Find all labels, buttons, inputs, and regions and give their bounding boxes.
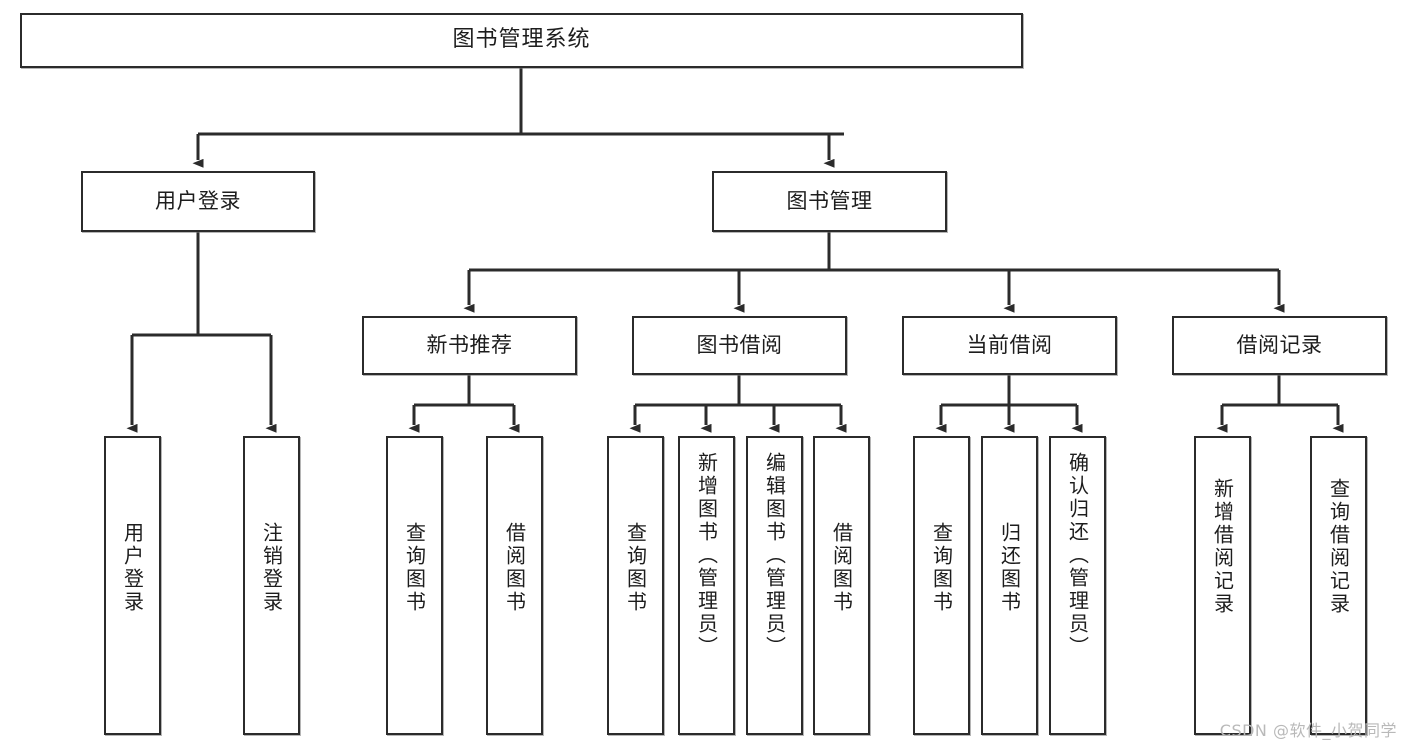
- node-user-login[interactable]: 用户登录: [81, 171, 315, 232]
- node-current-borrow-label: 当前借阅: [966, 332, 1053, 357]
- node-root-label: 图书管理系统: [452, 27, 591, 53]
- node-leaf-confirm-return-label: 确认归还（管理员）: [1065, 452, 1090, 659]
- csdn-watermark: CSDN @软件_小贺同学: [1219, 721, 1397, 740]
- node-book-borrow-label: 图书借阅: [696, 332, 783, 357]
- node-borrow-record-label: 借阅记录: [1236, 332, 1323, 357]
- node-leaf-user-login[interactable]: 用户登录: [104, 436, 161, 735]
- node-leaf-query-book-3-label: 查询图书: [929, 522, 954, 614]
- node-leaf-edit-book-label: 编辑图书（管理员）: [762, 452, 787, 659]
- node-leaf-borrow-book-1[interactable]: 借阅图书: [486, 436, 543, 735]
- node-leaf-return-book-label: 归还图书: [997, 522, 1022, 614]
- node-leaf-query-book-1-label: 查询图书: [402, 522, 427, 614]
- node-leaf-borrow-book-2[interactable]: 借阅图书: [813, 436, 870, 735]
- node-leaf-add-book-label: 新增图书（管理员）: [694, 452, 719, 659]
- node-borrow-record[interactable]: 借阅记录: [1172, 316, 1387, 375]
- node-new-book-rec[interactable]: 新书推荐: [362, 316, 577, 375]
- node-leaf-return-book[interactable]: 归还图书: [981, 436, 1038, 735]
- node-book-manage-label: 图书管理: [786, 188, 873, 213]
- node-leaf-add-record-label: 新增借阅记录: [1210, 478, 1235, 616]
- node-leaf-query-book-1[interactable]: 查询图书: [386, 436, 443, 735]
- node-new-book-rec-label: 新书推荐: [426, 332, 513, 357]
- node-leaf-user-logout-label: 注销登录: [259, 522, 284, 614]
- node-leaf-add-record[interactable]: 新增借阅记录: [1194, 436, 1251, 735]
- node-user-login-label: 用户登录: [155, 188, 241, 213]
- node-leaf-query-record-label: 查询借阅记录: [1326, 478, 1351, 616]
- node-leaf-edit-book[interactable]: 编辑图书（管理员）: [746, 436, 803, 735]
- node-current-borrow[interactable]: 当前借阅: [902, 316, 1117, 375]
- node-leaf-query-record[interactable]: 查询借阅记录: [1310, 436, 1367, 735]
- node-book-borrow[interactable]: 图书借阅: [632, 316, 847, 375]
- node-leaf-query-book-3[interactable]: 查询图书: [913, 436, 970, 735]
- node-leaf-query-book-2[interactable]: 查询图书: [607, 436, 664, 735]
- node-leaf-confirm-return[interactable]: 确认归还（管理员）: [1049, 436, 1106, 735]
- node-leaf-query-book-2-label: 查询图书: [623, 522, 648, 614]
- node-leaf-add-book[interactable]: 新增图书（管理员）: [678, 436, 735, 735]
- node-book-manage[interactable]: 图书管理: [712, 171, 947, 232]
- node-leaf-borrow-book-1-label: 借阅图书: [502, 522, 527, 614]
- node-leaf-user-logout[interactable]: 注销登录: [243, 436, 300, 735]
- node-root[interactable]: 图书管理系统: [20, 13, 1023, 68]
- node-leaf-user-login-label: 用户登录: [120, 522, 145, 614]
- node-leaf-borrow-book-2-label: 借阅图书: [829, 522, 854, 614]
